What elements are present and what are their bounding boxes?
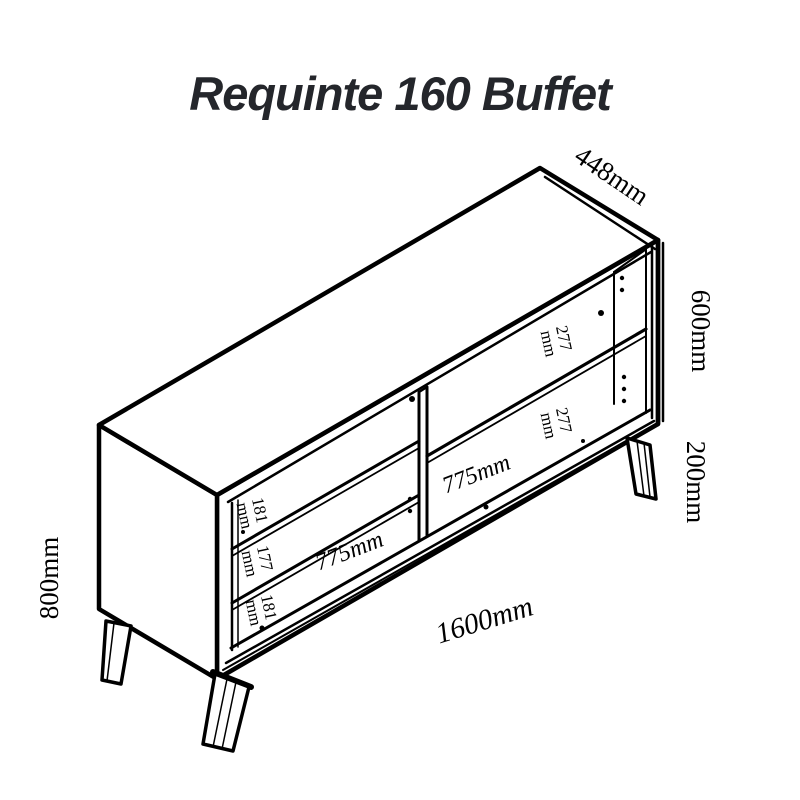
gap-label-left-bottom: 181 mm [241, 593, 281, 629]
left-shelf-upper [230, 439, 421, 557]
right-inner-face-top-edge [613, 249, 646, 273]
dimension-label-leg-height: 200mm [681, 441, 711, 524]
back-left-leg [100, 619, 133, 686]
shelf-pin-holes [241, 275, 627, 631]
front-right-leg [625, 436, 658, 501]
door-rail-1 [224, 419, 656, 665]
opening-bottom-edge [229, 408, 652, 650]
top-thickness-right-edge [543, 175, 657, 251]
left-shelf-lower [230, 493, 421, 611]
interior-structure [222, 237, 665, 671]
right-shelf [425, 327, 648, 464]
front-left-leg [201, 669, 254, 753]
gap-label-left-top: 181 mm [232, 496, 272, 532]
dimension-label-total-width: 1600mm [432, 590, 537, 650]
dimension-label-carcass-height: 600mm [686, 290, 716, 373]
center-divider [417, 385, 429, 543]
top-thickness-front-edge [226, 250, 653, 504]
door-rail-2 [222, 423, 657, 671]
dimension-label-total-height: 800mm [34, 537, 64, 620]
page-title: Requinte 160 Buffet [189, 67, 612, 120]
carcass [96, 165, 661, 682]
legs [100, 436, 658, 753]
